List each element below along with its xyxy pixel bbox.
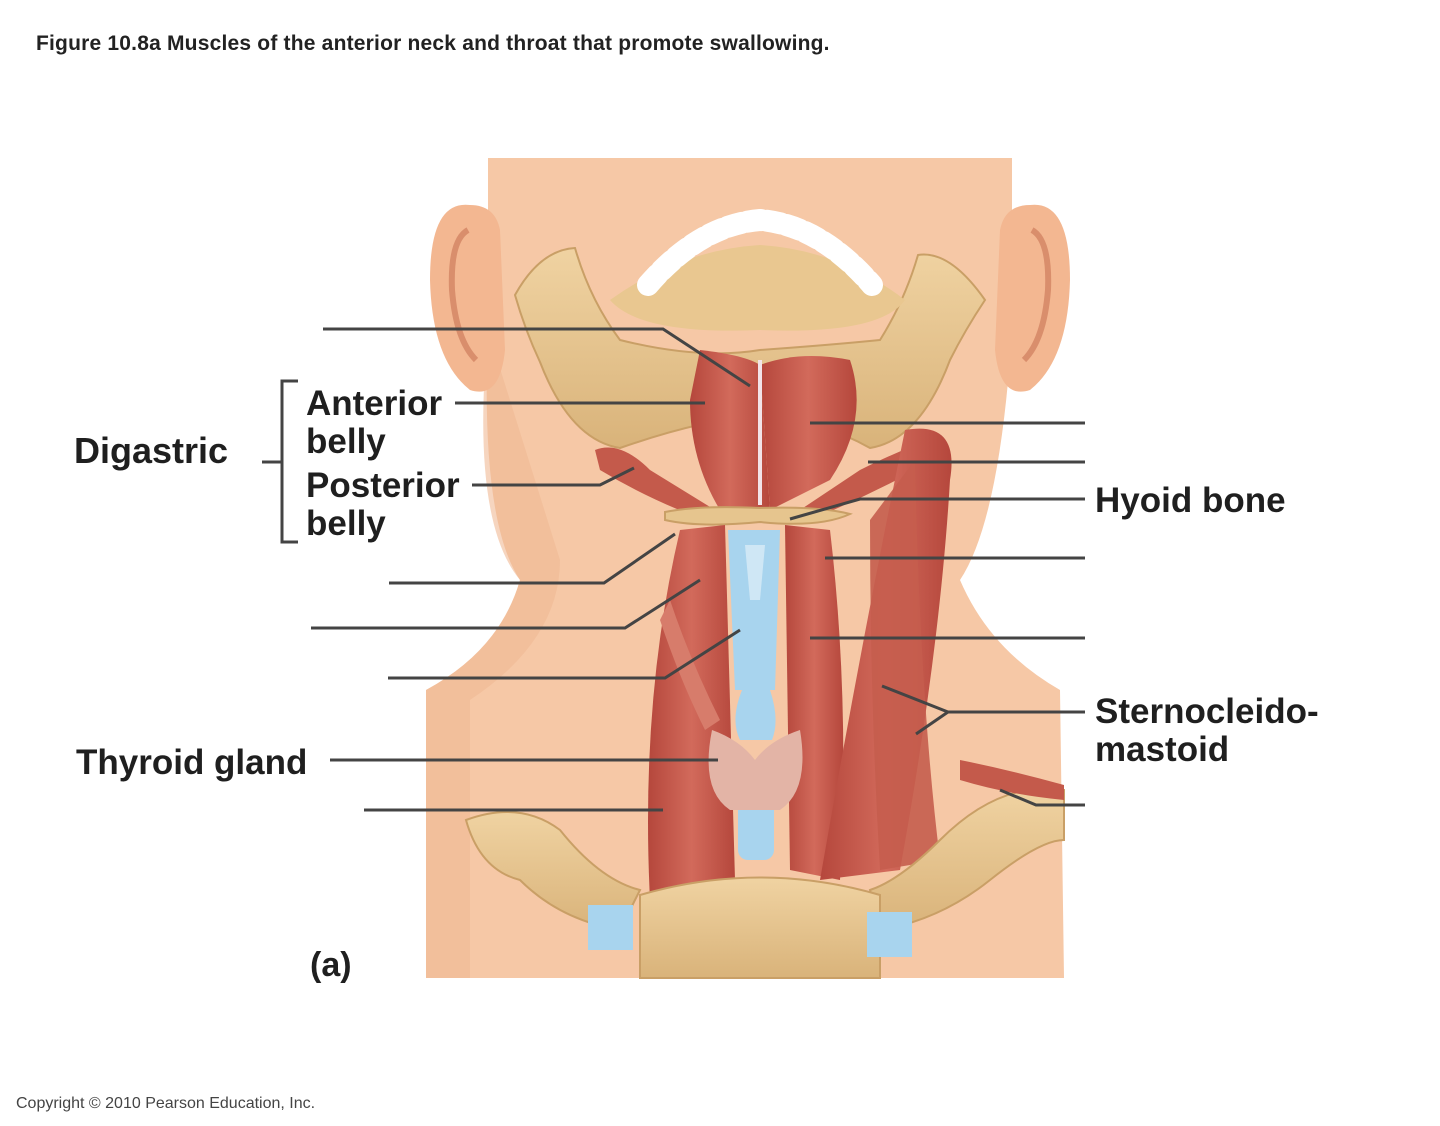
larynx-trachea [728, 530, 780, 860]
leader-line-mylohyoid [323, 327, 751, 388]
floor-of-mouth-muscles [690, 350, 857, 510]
leader-line-thyrohyoid [311, 578, 701, 630]
leader-line-sternocleidomastoid-2 [915, 710, 949, 736]
label-anterior-belly: belly [306, 422, 386, 461]
sternocleidomastoid-muscle [820, 428, 952, 880]
label-sternocleidomastoid-line2: mastoid [1095, 730, 1230, 769]
hyoid-bone [664, 506, 853, 526]
clavicles-sternum [464, 787, 1065, 979]
teeth [637, 208, 883, 296]
figure-title: Figure 10.8a Muscles of the anterior nec… [36, 32, 830, 55]
label-posterior: Posterior [306, 466, 460, 505]
label-hyoid-bone: Hyoid bone [1095, 481, 1286, 520]
leader-line-posterior-belly [472, 466, 635, 487]
label-thyroid-gland: Thyroid gland [76, 743, 308, 782]
leader-line-stylohyoid [389, 532, 676, 585]
panel-tag: (a) [310, 946, 352, 984]
label-anterior: Anterior [306, 384, 443, 423]
copyright-notice: Copyright © 2010 Pearson Education, Inc. [16, 1095, 316, 1112]
omohyoid-muscle [960, 760, 1064, 800]
thyroid-gland [708, 730, 803, 810]
mandible [513, 245, 987, 450]
label-sternocleidomastoid-line1: Sternocleido- [1095, 692, 1319, 731]
infrahyoid-muscles [648, 525, 844, 900]
leader-line-hyoid-bone [789, 497, 1085, 521]
label-posterior-belly: belly [306, 504, 386, 543]
right-ear [995, 204, 1070, 392]
digastric-bracket [280, 379, 298, 544]
posterior-belly-muscles [595, 440, 930, 520]
left-ear [430, 204, 505, 392]
leader-line-omohyoid-inferior [999, 788, 1085, 807]
leader-lines [262, 327, 1085, 812]
label-digastric: Digastric [74, 430, 229, 471]
leader-line-sternothyroid [388, 628, 741, 680]
